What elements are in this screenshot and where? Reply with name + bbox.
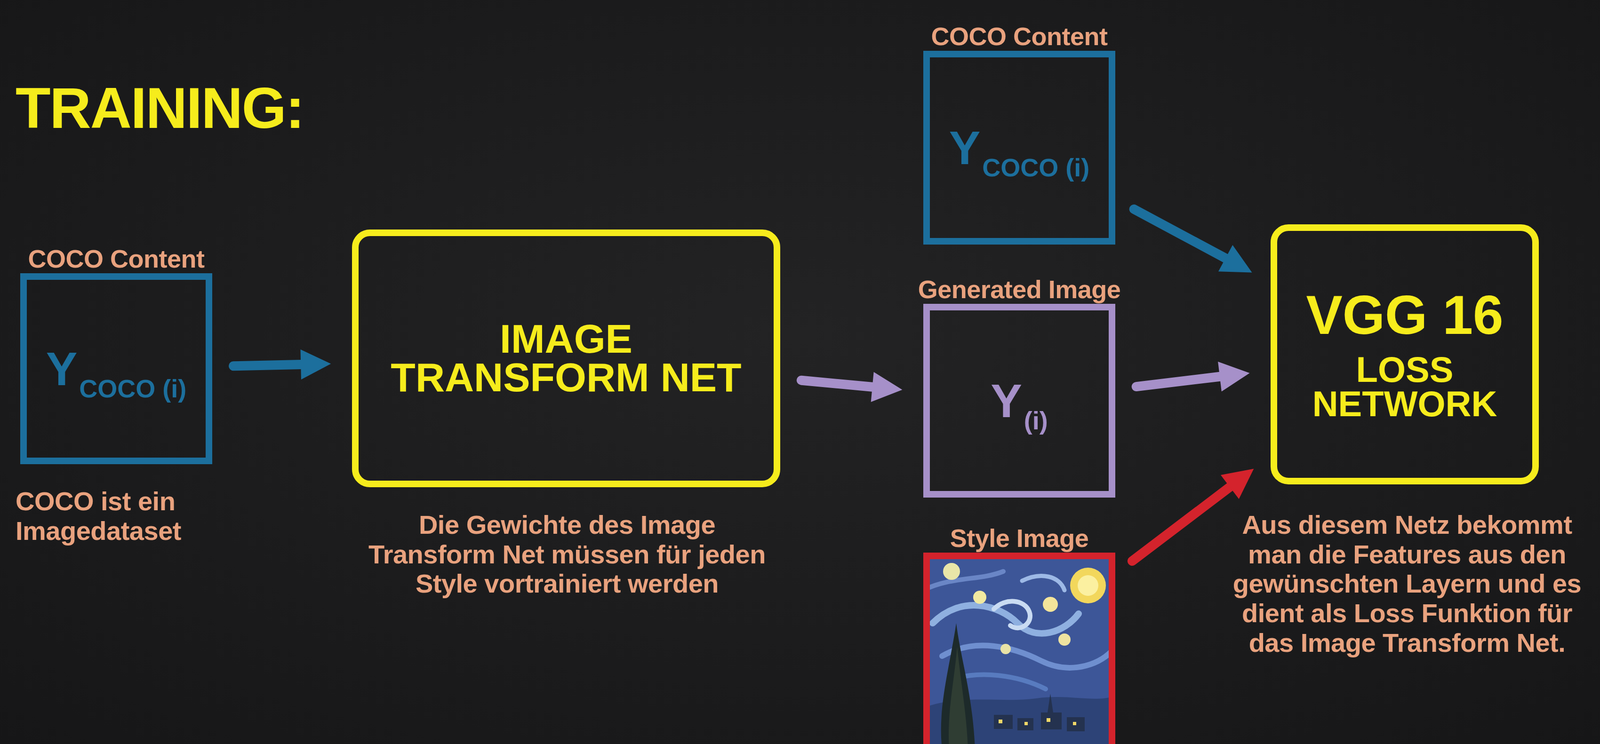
- windows: [998, 718, 1077, 726]
- dataset-note: COCO ist ein Imagedataset: [15, 487, 261, 546]
- variable-letter: Y: [949, 121, 981, 175]
- stars: [943, 563, 1106, 655]
- generated-image-box: Generated ImageY(i): [923, 304, 1116, 498]
- transform-net-note: Die Gewichte des Image Transform Net müs…: [367, 510, 768, 600]
- variable-letter: Y: [46, 342, 78, 396]
- variable-symbol: YCOCO (i): [46, 345, 187, 393]
- flow-arrow: [1134, 209, 1232, 262]
- flow-arrow: [1132, 483, 1235, 562]
- style-image-box: Style Image: [923, 552, 1116, 744]
- transform-net-box: IMAGE TRANSFORM NET: [352, 229, 781, 488]
- network-role: LOSS NETWORK: [1301, 352, 1509, 421]
- loss-network-box: VGG 16 LOSS NETWORK: [1270, 224, 1539, 485]
- network-name: VGG 16: [1305, 288, 1504, 343]
- flow-arrow: [1136, 376, 1226, 387]
- village: [993, 694, 1085, 732]
- box-heading: Generated Image: [918, 274, 1121, 304]
- content-image-box: COCO ContentYCOCO (i): [20, 273, 213, 465]
- content-image-box: COCO ContentYCOCO (i): [923, 50, 1116, 245]
- sky: [923, 552, 1116, 744]
- cypress-highlight: [948, 647, 968, 744]
- box-heading: COCO Content: [28, 244, 205, 274]
- variable-letter: Y: [990, 374, 1023, 428]
- variable-symbol: Y(i): [990, 377, 1048, 425]
- flow-arrow: [233, 364, 307, 367]
- box-heading: Style Image: [950, 523, 1089, 553]
- variable-subscript: (i): [1024, 406, 1048, 435]
- starry-night-painting: [923, 552, 1116, 744]
- flow-arrow: [801, 380, 879, 388]
- loss-network-note: Aus diesem Netz bekommt man die Features…: [1225, 510, 1589, 659]
- box-title: IMAGE TRANSFORM NET: [382, 320, 750, 397]
- variable-subscript: COCO (i): [79, 374, 187, 403]
- variable-symbol: YCOCO (i): [949, 124, 1090, 172]
- box-heading: COCO Content: [931, 21, 1108, 51]
- cypress-tree: [941, 623, 976, 744]
- variable-subscript: COCO (i): [982, 153, 1090, 182]
- slide-title: TRAINING:: [15, 75, 304, 142]
